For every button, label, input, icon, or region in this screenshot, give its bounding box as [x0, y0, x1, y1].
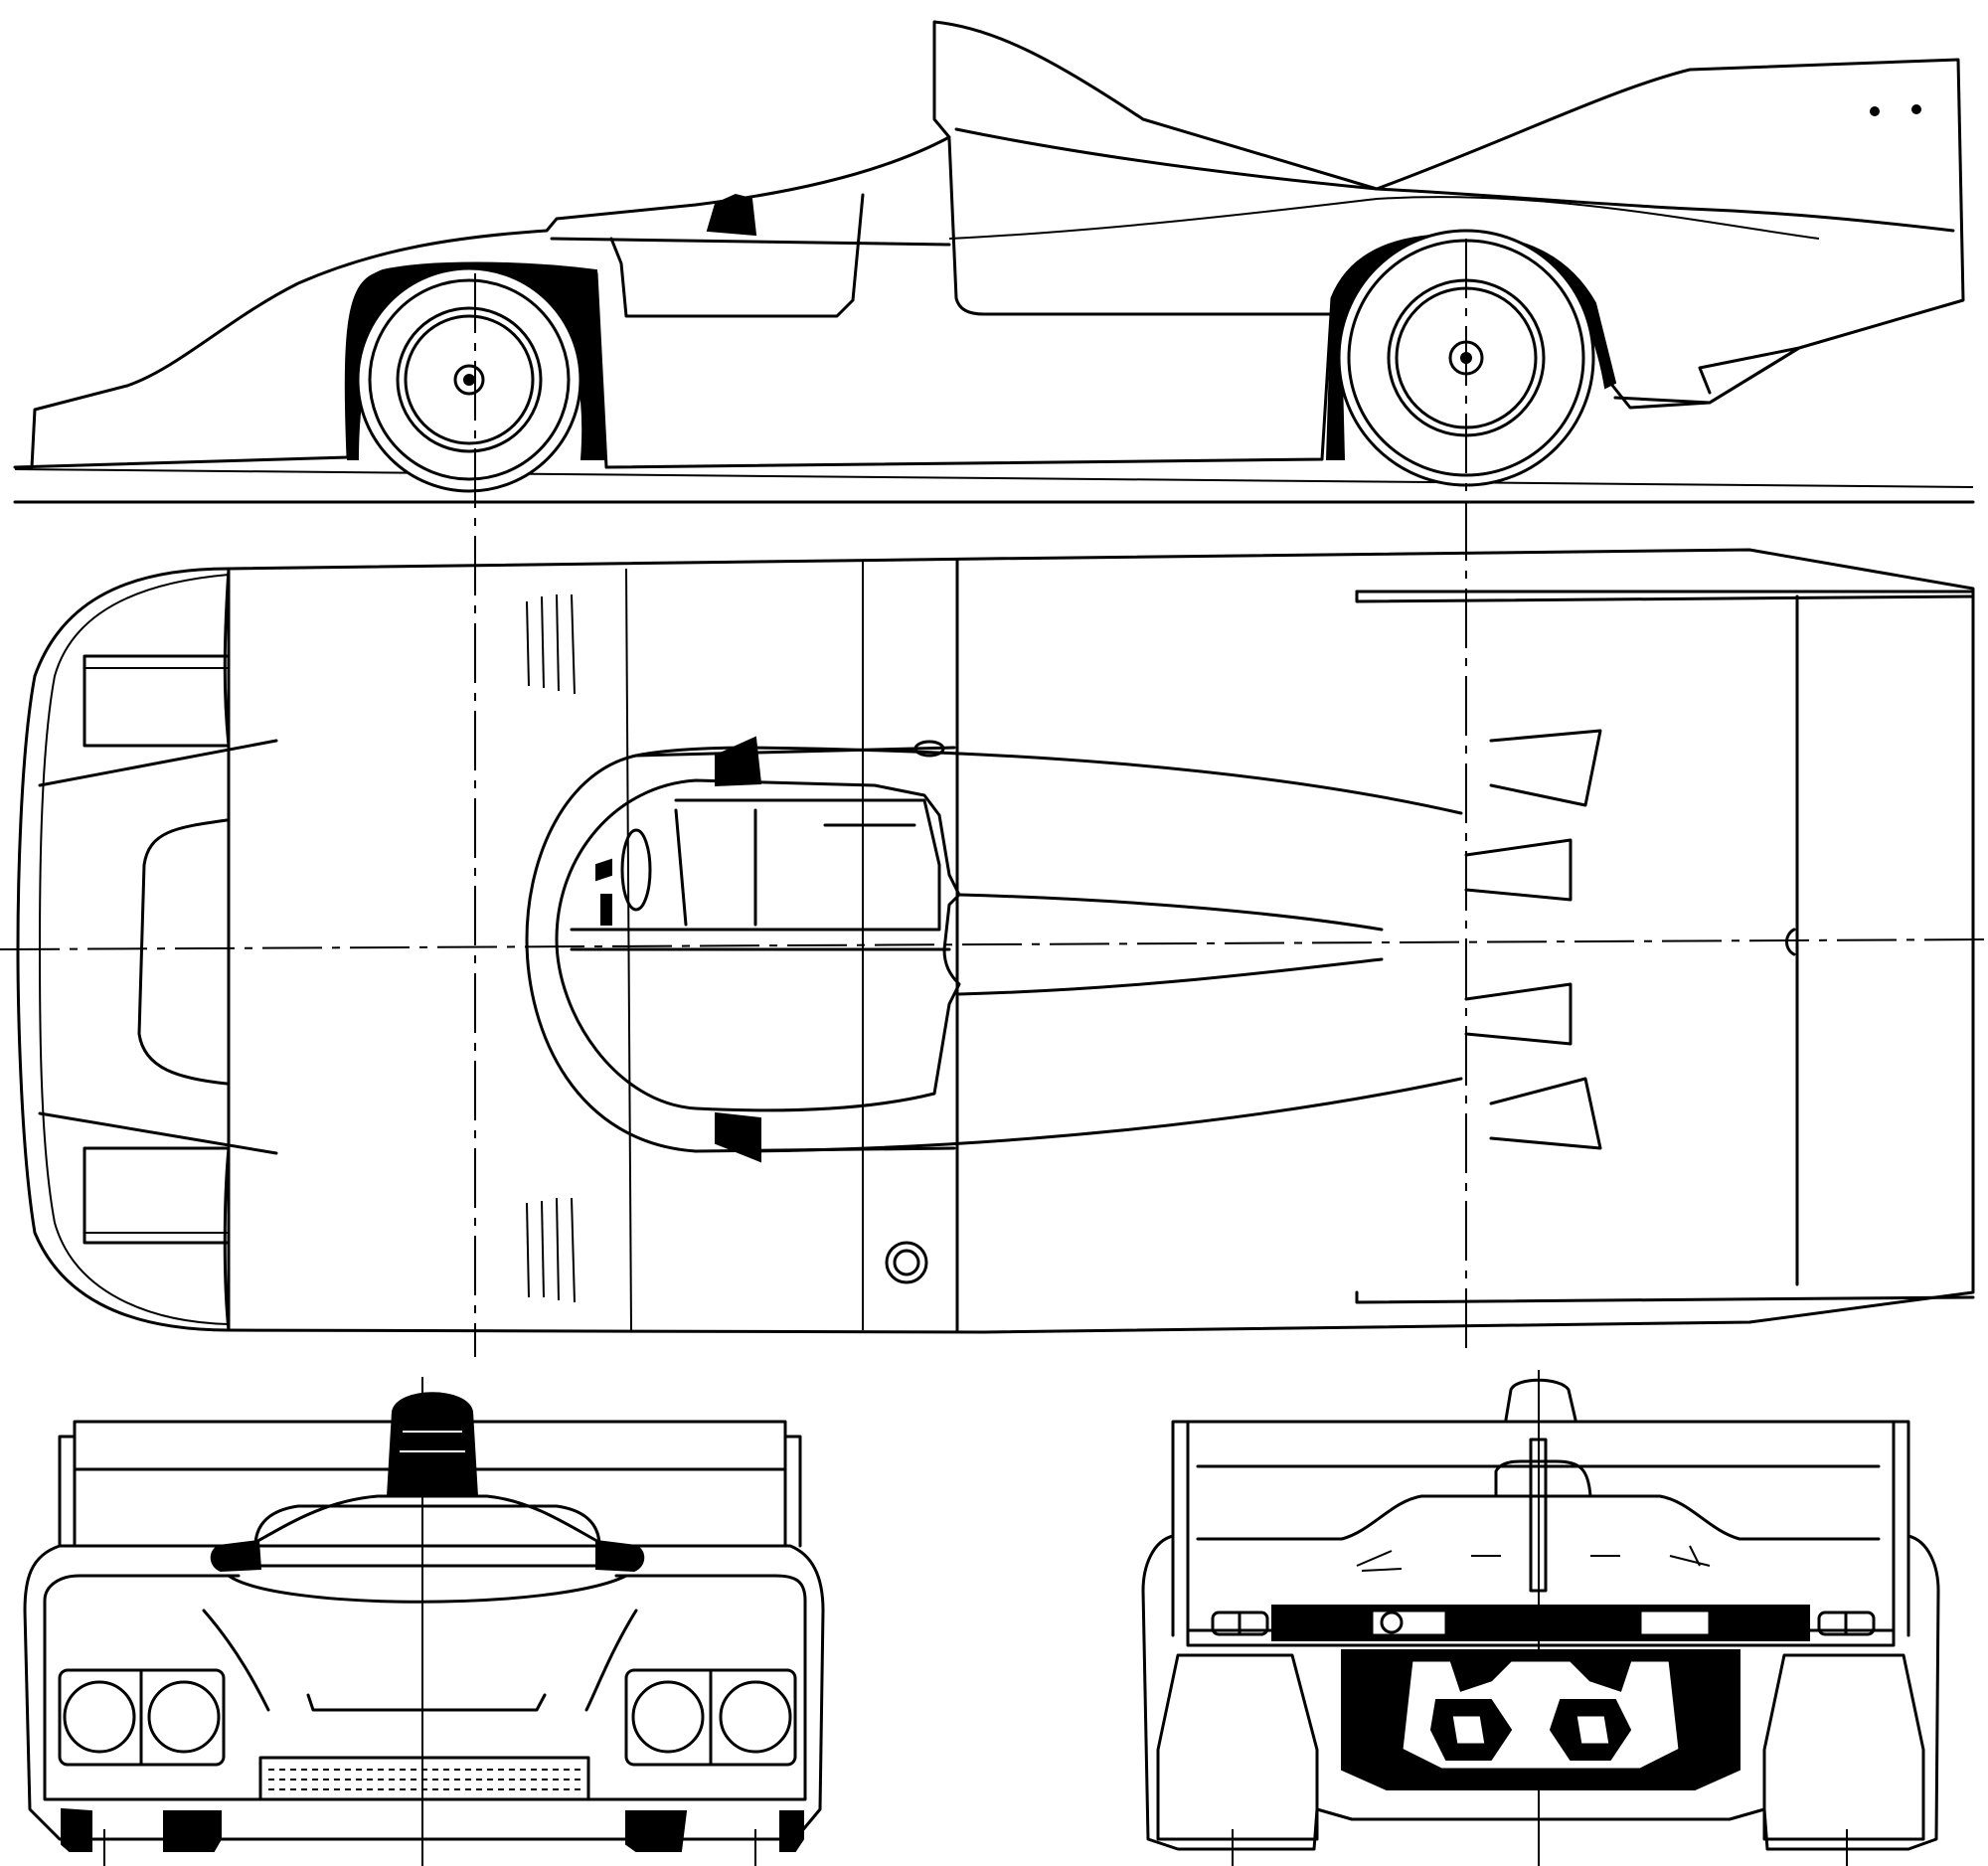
- rear-light-panel: [1271, 1605, 1810, 1641]
- rear-view: [1141, 1370, 1940, 1866]
- side-belt-line: [550, 237, 951, 247]
- top-nose-crease-lower: [38, 1111, 278, 1155]
- rear-lights-right: [1817, 1611, 1876, 1636]
- rear-cover-profile: [1196, 1494, 1881, 1541]
- front-wheel-side: [356, 266, 582, 493]
- top-mirror-left: [715, 736, 762, 787]
- top-body-outline: [16, 548, 1975, 1334]
- side-engine-cover: [947, 137, 1334, 316]
- top-cockpit-surround: [525, 746, 956, 1153]
- front-wing-endplates: [58, 1435, 802, 1548]
- front-body-outline: [23, 1494, 825, 1841]
- top-view: [0, 239, 1988, 1357]
- top-louvers-upper: [526, 594, 576, 695]
- front-roll-hoop: [386, 1392, 479, 1497]
- front-cowl-line: [227, 1574, 628, 1604]
- top-nose-edge-1: [223, 567, 231, 748]
- top-nose-intake: [137, 818, 229, 1086]
- side-view: [13, 20, 1975, 504]
- top-engine-taper-lower: [957, 957, 1384, 996]
- front-splitter-line: [306, 1693, 547, 1712]
- top-mirror-right: [715, 1111, 761, 1163]
- side-diffuser: [1613, 346, 1801, 405]
- top-gauges: [595, 858, 612, 926]
- top-cockpit-line: [634, 746, 956, 758]
- rear-lights-left: [1211, 1611, 1269, 1636]
- top-seat-details: [674, 808, 916, 927]
- top-engine-taper-upper: [957, 893, 1384, 932]
- top-centerline: [0, 938, 1988, 950]
- front-tyre-right-inner: [625, 1810, 688, 1852]
- top-wing-endplate-upper: [1355, 590, 1975, 603]
- top-tail-light: [1785, 928, 1796, 956]
- rear-body-outline: [1141, 1534, 1940, 1851]
- steering-wheel-top: [620, 828, 652, 912]
- front-mirror-left: [210, 1539, 262, 1573]
- rear-intake-marks: [1356, 1545, 1711, 1572]
- rear-track-lines: [1232, 1829, 1848, 1866]
- side-vent-dot-2: [1911, 104, 1921, 114]
- side-fin-line: [954, 127, 1955, 233]
- side-tail-line: [948, 196, 1820, 240]
- top-louvers-lower: [526, 1197, 576, 1303]
- top-filler-cap: [885, 1241, 928, 1284]
- front-tyre-right: [779, 1810, 804, 1852]
- front-grille: [258, 1756, 590, 1801]
- rear-roll-hoop: [1504, 1378, 1577, 1422]
- rear-suspension: [1350, 1658, 1732, 1781]
- top-wing-endplate-lower: [1355, 1290, 1975, 1304]
- rear-wing-endplates: [1171, 1420, 1910, 1637]
- side-sill-line: [14, 468, 1974, 488]
- top-nose-crease-upper: [38, 739, 278, 787]
- top-cockpit-rim: [555, 778, 961, 1112]
- front-mirror-right: [595, 1539, 645, 1573]
- top-deck-lower: [748, 1077, 1463, 1153]
- side-mirror: [706, 193, 757, 237]
- front-inner-panel-left: [43, 1574, 241, 1603]
- top-seat-outline: [570, 798, 941, 932]
- rear-plate-right: [1638, 1609, 1712, 1637]
- side-door-panel: [609, 193, 865, 318]
- rear-wing-box: [1186, 1420, 1896, 1632]
- rear-pod-right: [1762, 1653, 1925, 1841]
- front-inner-panel: [43, 1574, 807, 1801]
- front-tyre-left: [61, 1807, 92, 1852]
- top-deck-upper: [748, 746, 1463, 815]
- front-headlights-right: [624, 1668, 797, 1767]
- top-intakes: [1464, 729, 1602, 1150]
- rear-fin: [1529, 1438, 1548, 1593]
- top-nose-duct-lower: [83, 1146, 231, 1245]
- front-view: [23, 1377, 825, 1866]
- side-vent-dot-1: [1870, 106, 1880, 116]
- front-headlights-left: [58, 1668, 226, 1767]
- top-nose-inner: [39, 574, 230, 1325]
- top-fuel-cap: [913, 740, 945, 758]
- top-nose-duct-upper: [83, 654, 231, 748]
- top-nose-edge-2: [223, 1146, 231, 1332]
- front-track-lines: [103, 1829, 756, 1866]
- front-crease-left: [202, 1609, 270, 1712]
- front-crease-right: [584, 1609, 638, 1712]
- front-tyre-left-inner: [163, 1810, 222, 1852]
- rear-airbox: [1494, 1459, 1592, 1498]
- rear-pod-left: [1156, 1653, 1319, 1841]
